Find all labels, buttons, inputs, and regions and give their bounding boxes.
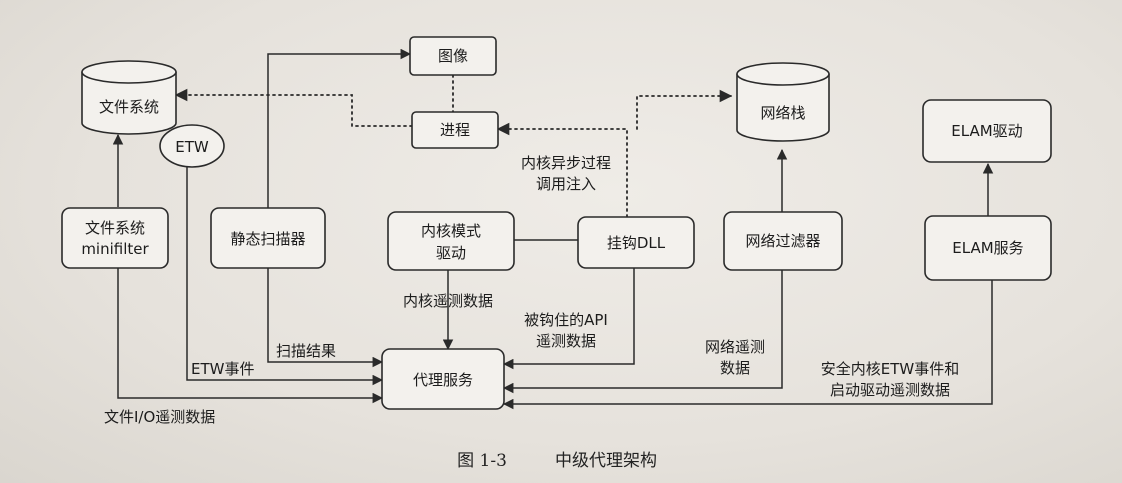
edge-etw-to-agent bbox=[186, 208, 384, 386]
figure-title: 中级代理架构 bbox=[555, 451, 657, 471]
process-label: 进程 bbox=[440, 121, 470, 139]
file-system-database-icon bbox=[81, 60, 177, 135]
elam-driver-node bbox=[922, 99, 1052, 163]
static-scanner-node bbox=[210, 207, 326, 269]
agent-service-node bbox=[381, 348, 505, 410]
kernel-driver-node bbox=[387, 211, 515, 271]
kernel-driver-label-1: 内核模式 bbox=[421, 222, 481, 240]
fs-minifilter-label-2: minifilter bbox=[81, 240, 149, 258]
process-node bbox=[411, 111, 499, 149]
network-telemetry-label-2: 数据 bbox=[720, 359, 750, 377]
network-stack-database-icon bbox=[736, 62, 830, 142]
elam-service-label: ELAM服务 bbox=[952, 239, 1023, 257]
etw-label: ETW bbox=[175, 138, 209, 156]
network-filter-node bbox=[723, 211, 843, 271]
edge-dll-to-agent bbox=[502, 268, 635, 370]
hooked-dll-label: 挂钩DLL bbox=[607, 234, 666, 252]
fs-minifilter-node bbox=[61, 207, 169, 269]
agent-service-label: 代理服务 bbox=[413, 371, 473, 389]
network-stack-label: 网络栈 bbox=[760, 104, 805, 122]
edge-to-network-stack-dotted bbox=[636, 89, 733, 130]
edge-netfilter-to-agent bbox=[502, 270, 783, 394]
image-label: 图像 bbox=[438, 47, 468, 65]
secure-etw-label-1: 安全内核ETW事件和 bbox=[821, 360, 959, 378]
kernel-apc-label-2: 调用注入 bbox=[536, 175, 596, 193]
kernel-driver-label-2: 驱动 bbox=[436, 244, 466, 262]
edge-fileio-to-agent bbox=[117, 260, 384, 404]
file-io-telemetry-label: 文件I/O遥测数据 bbox=[104, 408, 215, 426]
figure-number: 图 1-3 bbox=[457, 451, 507, 471]
elam-driver-label: ELAM驱动 bbox=[951, 122, 1022, 140]
hooked-api-label-1: 被钩住的API bbox=[524, 311, 608, 329]
image-node bbox=[409, 36, 497, 76]
hooked-api-label-2: 遥测数据 bbox=[536, 332, 596, 350]
edge-scanner-to-agent bbox=[267, 268, 384, 368]
kernel-telemetry-label: 内核遥测数据 bbox=[403, 292, 493, 310]
edge-process-to-filesystem-dotted bbox=[174, 88, 413, 127]
fs-minifilter-label-1: 文件系统 bbox=[85, 219, 145, 237]
scan-results-label: 扫描结果 bbox=[276, 342, 336, 360]
etw-node bbox=[159, 124, 225, 168]
etw-events-label: ETW事件 bbox=[191, 360, 254, 378]
network-filter-label: 网络过滤器 bbox=[745, 232, 820, 250]
network-telemetry-label-1: 网络遥测 bbox=[705, 338, 765, 356]
edge-scanner-to-image bbox=[267, 48, 412, 208]
file-system-label: 文件系统 bbox=[99, 98, 159, 116]
hooked-dll-node bbox=[577, 216, 695, 269]
kernel-apc-label-1: 内核异步过程 bbox=[521, 154, 611, 172]
elam-service-node bbox=[924, 215, 1052, 281]
secure-etw-label-2: 启动驱动遥测数据 bbox=[830, 381, 950, 399]
static-scanner-label: 静态扫描器 bbox=[230, 230, 305, 248]
edge-dll-to-process-dotted bbox=[496, 122, 628, 218]
edge-elam-to-agent bbox=[502, 280, 993, 410]
